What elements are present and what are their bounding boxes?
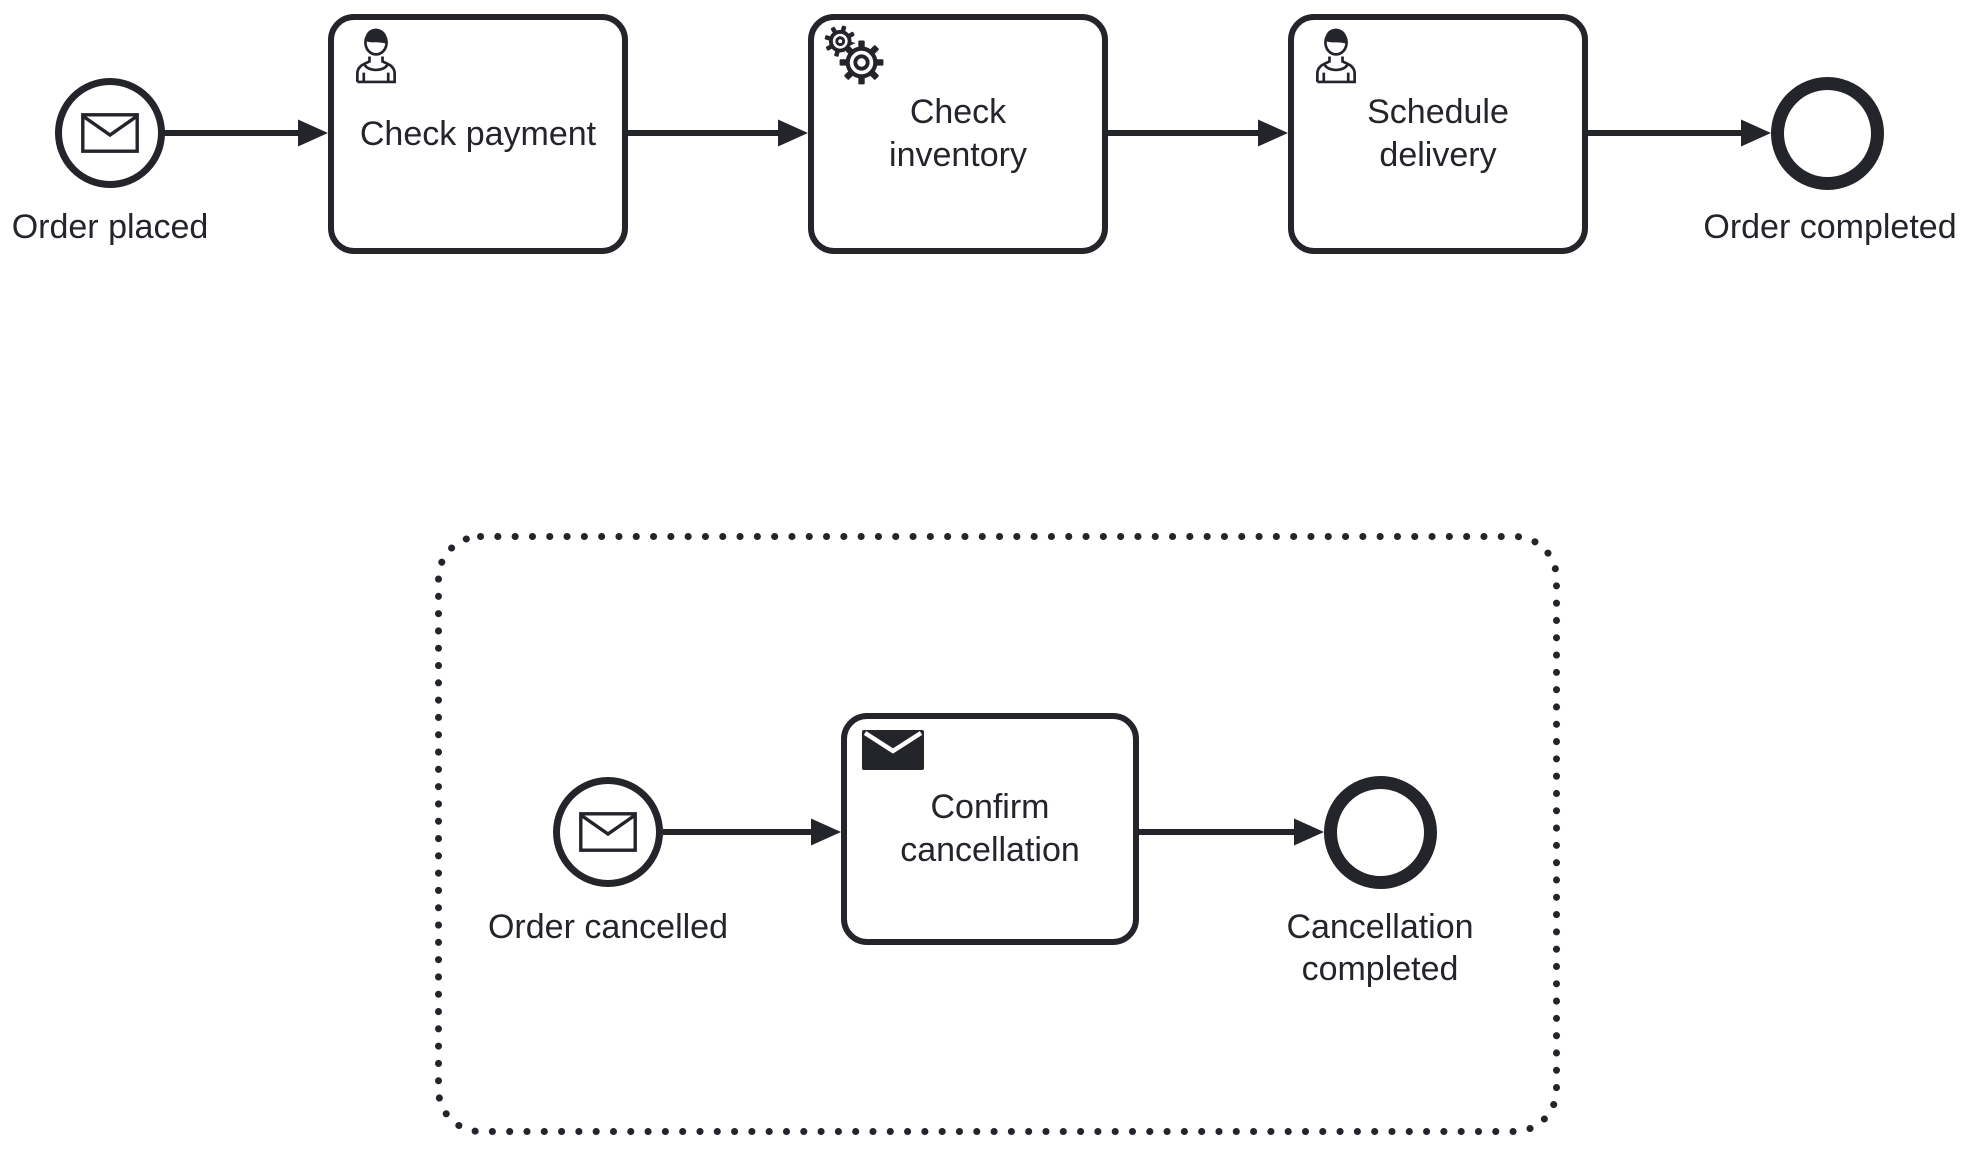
- label-order-completed[interactable]: Order completed: [1703, 208, 1957, 246]
- task-check-payment[interactable]: Check payment: [328, 14, 628, 254]
- sequence-flow-schedule-delivery-to-end[interactable]: [1588, 119, 1771, 147]
- sequence-flow-check-payment-to-check-inventory[interactable]: [628, 119, 808, 147]
- sequence-flow-check-inventory-to-schedule-delivery[interactable]: [1108, 119, 1288, 147]
- task-label-check-payment: Check payment: [359, 114, 597, 153]
- user-icon: [356, 28, 396, 84]
- start-event-order-placed[interactable]: [55, 78, 165, 188]
- sequence-flow-cancelled-to-confirm[interactable]: [663, 818, 841, 846]
- task-label-check-inventory: Check inventory: [889, 93, 1027, 174]
- task-confirm-cancellation[interactable]: Confirm cancellation: [841, 713, 1139, 945]
- label-order-placed[interactable]: Order placed: [11, 208, 209, 246]
- label-order-cancelled[interactable]: Order cancelled: [487, 908, 728, 946]
- sequence-flow-confirm-to-cancellation-end[interactable]: [1139, 818, 1324, 846]
- end-event-order-completed[interactable]: [1771, 77, 1884, 190]
- start-event-order-cancelled[interactable]: [553, 777, 663, 887]
- message-envelope-icon: [579, 812, 637, 852]
- sequence-flow-start-to-check-payment[interactable]: [164, 119, 328, 147]
- task-label-schedule-delivery: Schedule delivery: [1367, 93, 1509, 174]
- message-envelope-icon: [81, 113, 139, 153]
- task-schedule-delivery[interactable]: Schedule delivery: [1288, 14, 1588, 254]
- filled-envelope-icon: [862, 730, 924, 770]
- gears-icon: [824, 25, 884, 85]
- end-event-cancellation-completed[interactable]: [1324, 776, 1437, 889]
- task-check-inventory[interactable]: Check inventory: [808, 14, 1108, 254]
- event-subprocess-border[interactable]: [435, 533, 1560, 1135]
- task-label-confirm-cancellation: Confirm cancellation: [900, 788, 1080, 869]
- label-cancellation-completed[interactable]: Cancellation completed: [1286, 908, 1474, 988]
- user-icon: [1316, 28, 1356, 84]
